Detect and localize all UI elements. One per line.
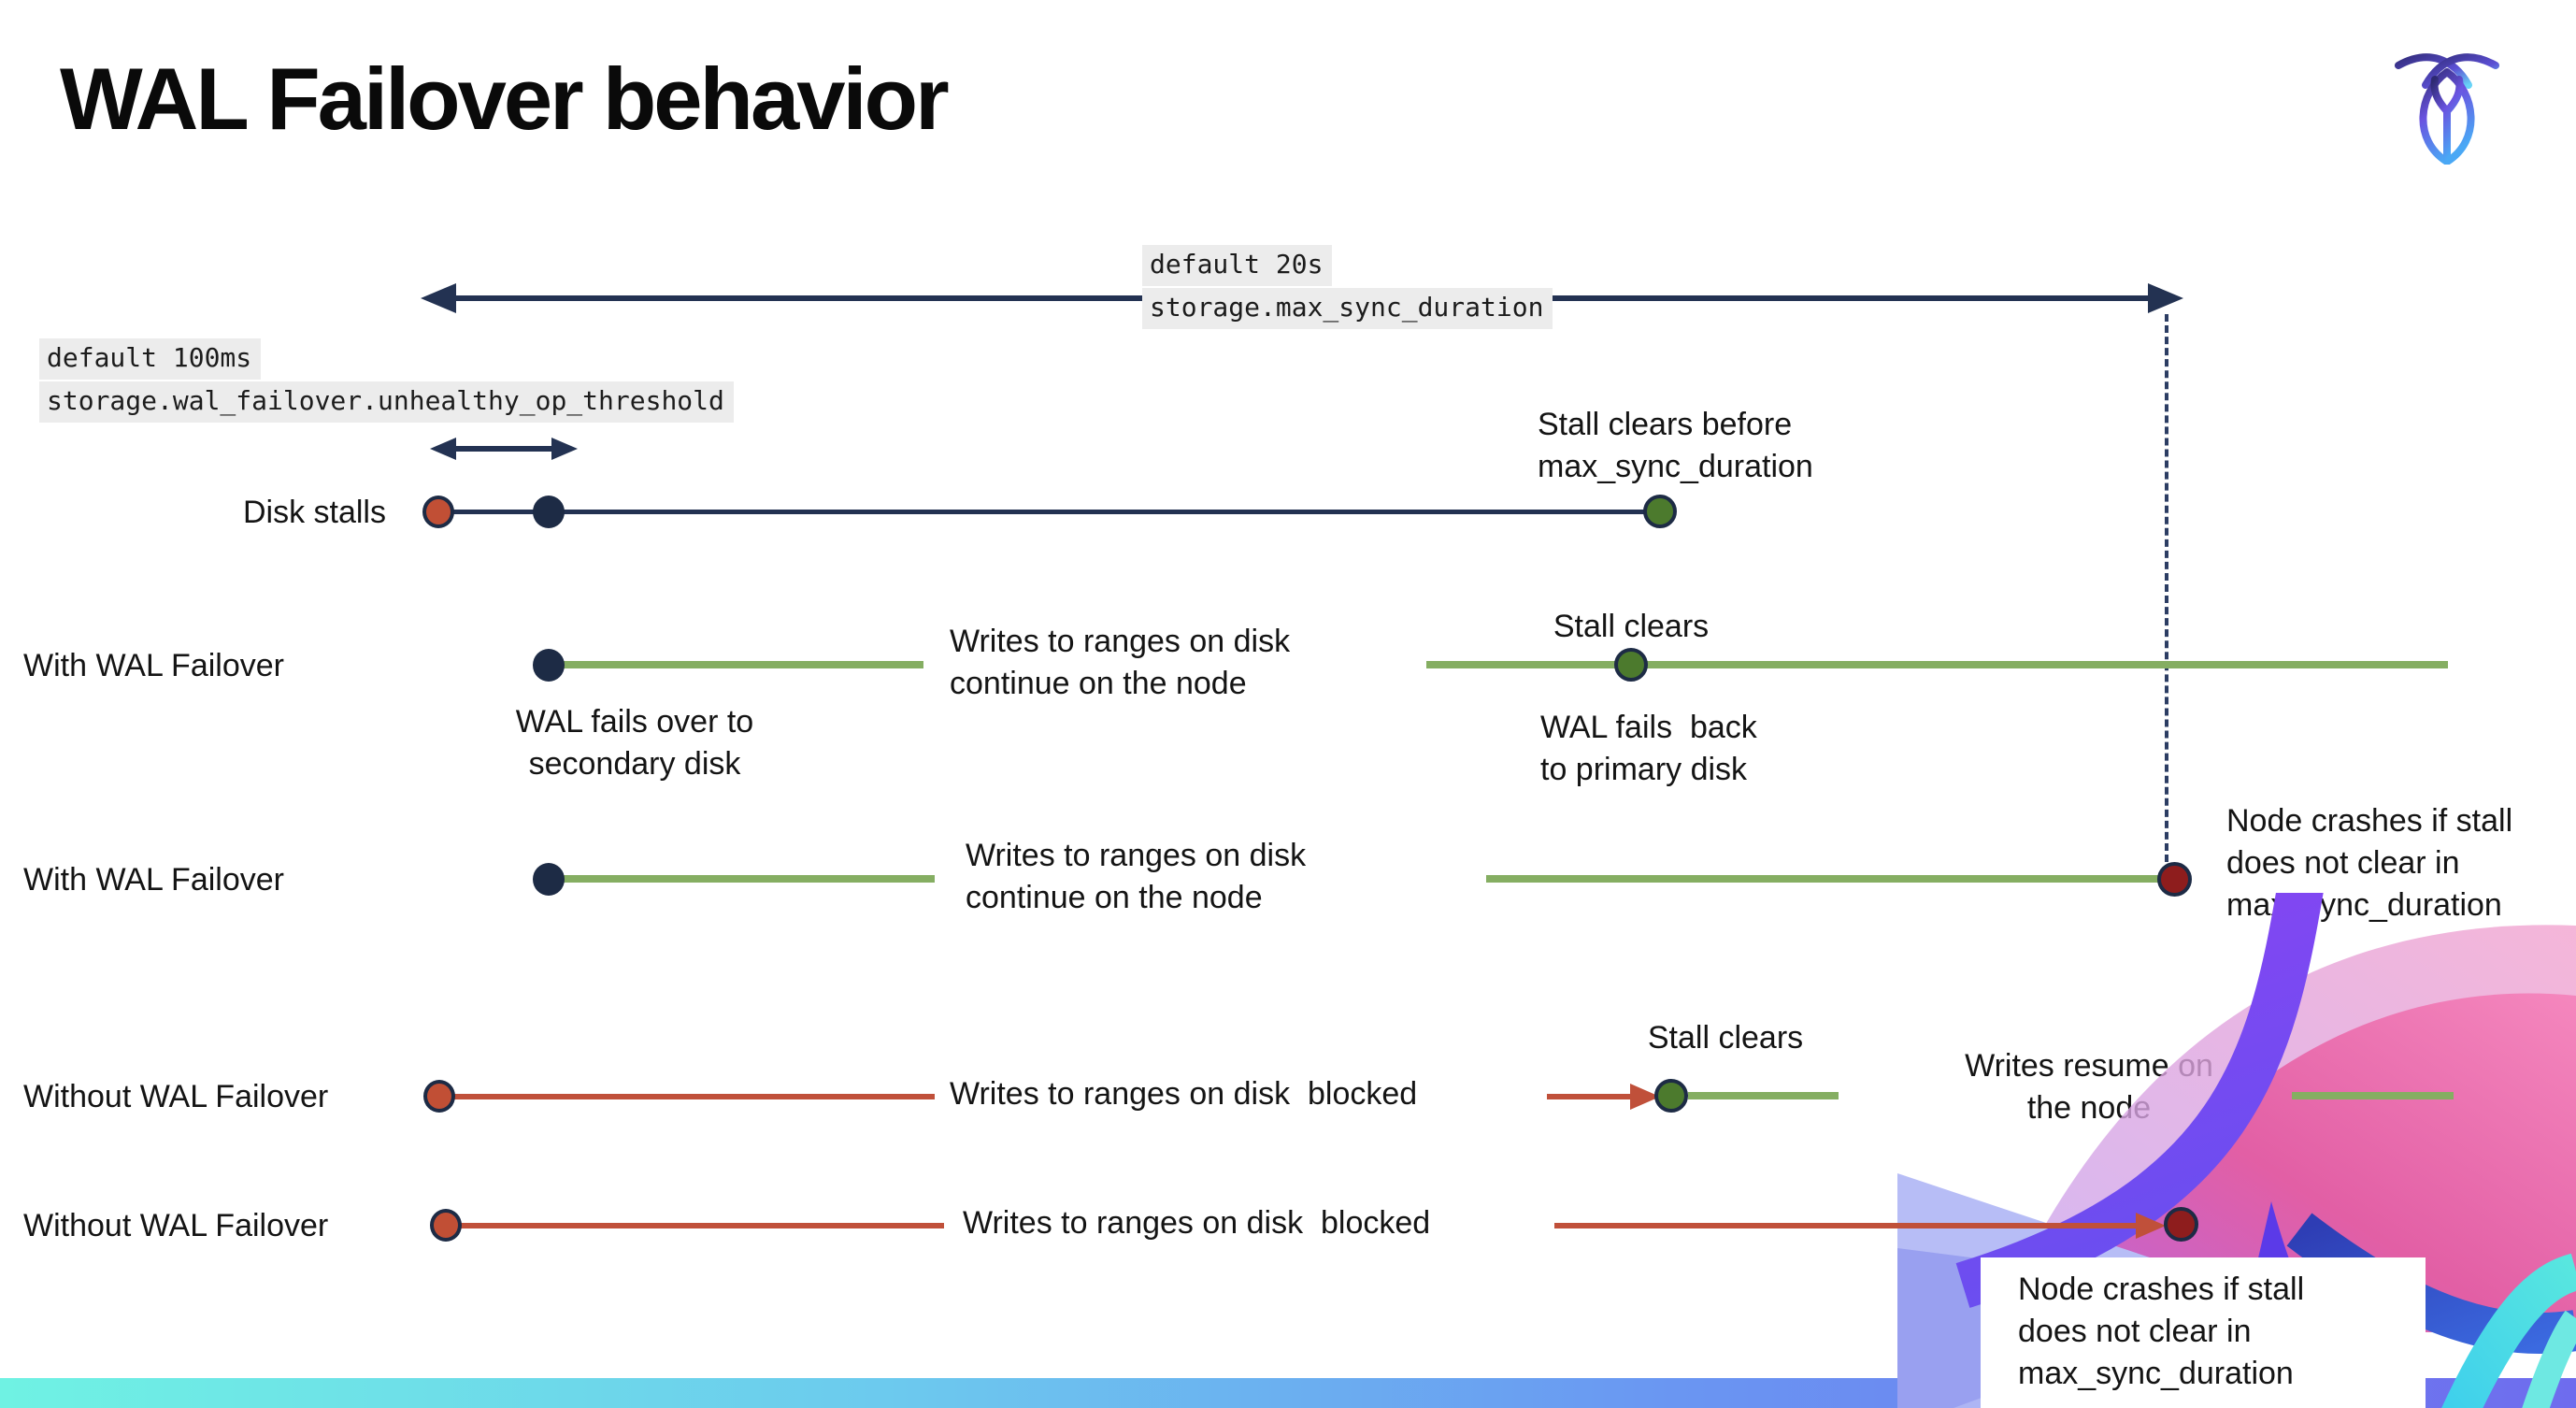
row2-failover-note: WAL fails over to secondary disk [515,704,754,782]
row4-green-segment-1 [1688,1092,1839,1099]
stall-clears-dot-row1 [1643,495,1677,528]
row4-red-segment-1 [453,1094,935,1099]
stall-clears-before-note: Stall clears before max_sync_duration [1538,407,1813,484]
threshold-arrow-line [454,446,553,452]
row2-green-segment-1 [557,661,923,668]
row2-green-segment-2 [1426,661,2448,668]
failover-dot-row3 [533,863,565,896]
row3-writes-note: Writes to ranges on disk continue on the… [966,838,1307,915]
unhealthy-op-setting-name: storage.wal_failover.unhealthy_op_thresh… [39,381,734,423]
max-sync-default-value: default 20s [1142,245,1333,286]
row5-red-segment-2 [1554,1223,2138,1228]
cockroachdb-logo-icon [2395,53,2499,165]
max-sync-deadline-dashed-line [2165,314,2168,862]
row4-red-segment-2 [1547,1094,1634,1099]
unhealthy-op-setting-label: default 100ms storage.wal_failover.unhea… [39,338,734,424]
unhealthy-op-default-value: default 100ms [39,338,262,380]
row4-stall-clears-label: Stall clears [1647,1020,1804,1056]
row-label-with-failover-2: With WAL Failover [23,862,284,898]
row3-green-segment-2 [1486,875,2159,883]
stall-start-dot-row4 [423,1080,455,1113]
row5-crash-note-box: Node crashes if stall does not clear in … [1981,1257,2426,1408]
row3-crash-note: Node crashes if stall does not clear in … [2226,803,2513,923]
stall-start-dot-row5 [430,1209,462,1242]
row4-green-segment-2 [2292,1092,2454,1099]
node-crash-dot-row5 [2164,1207,2198,1242]
stall-clears-dot-row2 [1614,648,1648,682]
stall-clears-dot-row4 [1654,1079,1688,1113]
row-label-with-failover-1: With WAL Failover [23,648,284,683]
disk-stall-start-dot [422,496,454,528]
row-label-without-failover-2: Without WAL Failover [23,1208,329,1243]
disk-stall-timeline [452,510,1660,514]
threshold-arrowhead-right [551,438,578,460]
failover-dot-row2 [533,649,565,682]
node-crash-dot-row3 [2157,862,2192,897]
row2-failback-note: WAL fails back to primary disk [1540,710,1757,787]
max-sync-setting-name: storage.max_sync_duration [1142,288,1553,329]
max-sync-arrowhead-left [421,283,456,313]
row2-writes-note: Writes to ranges on disk continue on the… [950,624,1291,701]
row4-blocked-note: Writes to ranges on disk blocked [950,1076,1418,1112]
max-sync-arrowhead-right [2148,283,2183,313]
row5-red-segment-1 [460,1223,944,1228]
threshold-arrowhead-left [430,438,456,460]
row-label-without-failover-1: Without WAL Failover [23,1079,329,1114]
row2-stall-clears-label: Stall clears [1553,609,1710,644]
failover-threshold-dot [533,496,565,528]
row5-red-arrowhead [2136,1213,2166,1239]
row5-blocked-note: Writes to ranges on disk blocked [963,1205,1431,1241]
row5-crash-note: Node crashes if stall does not clear in … [2018,1272,2305,1391]
row3-green-segment-1 [557,875,935,883]
page-title: WAL Failover behavior [60,50,950,148]
max-sync-setting-label: default 20s storage.max_sync_duration [1142,245,1553,331]
row-label-disk-stalls: Disk stalls [242,495,386,530]
